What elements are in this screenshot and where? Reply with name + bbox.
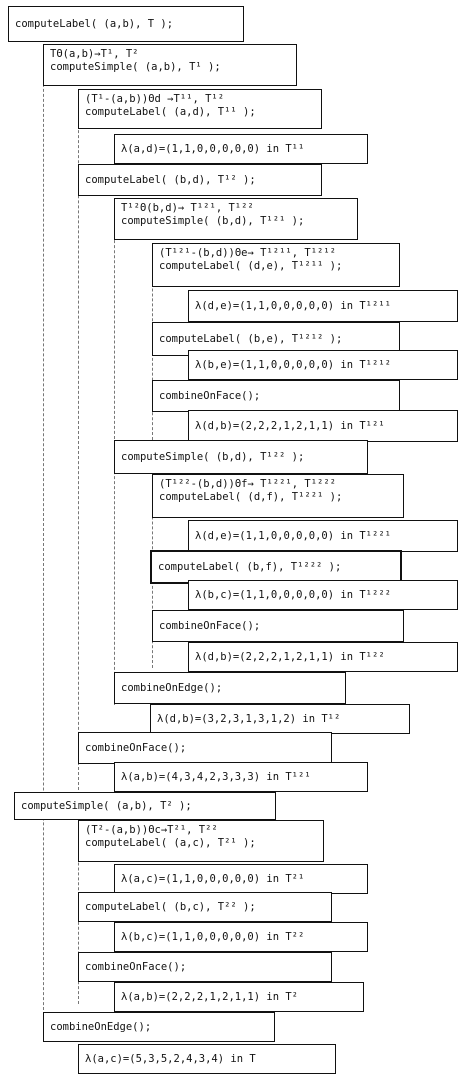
step-block: combineOnFace();	[152, 610, 404, 642]
step-block: combineOnFace();	[152, 380, 400, 412]
step-block: combineOnFace();	[78, 732, 332, 764]
step-block: λ(a,d)=(1,1,0,0,0,0,0) in T¹¹	[114, 134, 368, 164]
step-block: (T¹²²-(b,d))Θf→ T¹²²¹, T¹²²² computeLabe…	[152, 474, 404, 518]
step-block: combineOnEdge();	[114, 672, 346, 704]
step-block: (T¹-(a,b))Θd →T¹¹, T¹² computeLabel( (a,…	[78, 89, 322, 129]
step-block: λ(a,c)=(5,3,5,2,4,3,4) in T	[78, 1044, 336, 1074]
step-block: computeLabel( (a,b), T );	[8, 6, 244, 42]
step-block: T¹²Θ(b,d)→ T¹²¹, T¹²² computeSimple( (b,…	[114, 198, 358, 240]
step-block: combineOnFace();	[78, 952, 332, 982]
step-block: λ(b,c)=(1,1,0,0,0,0,0) in T¹²²²	[188, 580, 458, 610]
step-block: computeSimple( (b,d), T¹²² );	[114, 440, 368, 474]
step-block: λ(b,c)=(1,1,0,0,0,0,0) in T²²	[114, 922, 368, 952]
step-block: λ(a,b)=(4,3,4,2,3,3,3) in T¹²¹	[114, 762, 368, 792]
step-block: λ(d,b)=(2,2,2,1,2,1,1) in T¹²²	[188, 642, 458, 672]
step-block: λ(a,c)=(1,1,0,0,0,0,0) in T²¹	[114, 864, 368, 894]
step-block: λ(a,b)=(2,2,2,1,2,1,1) in T²	[114, 982, 364, 1012]
indent-guide-level-2	[78, 90, 79, 790]
step-block: combineOnEdge();	[43, 1012, 275, 1042]
step-block: λ(b,e)=(1,1,0,0,0,0,0) in T¹²¹²	[188, 350, 458, 380]
step-block: computeLabel( (b,d), T¹² );	[78, 164, 322, 196]
step-block: λ(d,e)=(1,1,0,0,0,0,0) in T¹²²¹	[188, 520, 458, 552]
step-block: computeLabel( (b,c), T²² );	[78, 892, 332, 922]
step-block: computeLabel( (b,f), T¹²²² );	[150, 550, 402, 584]
step-block: λ(d,b)=(2,2,2,1,2,1,1) in T¹²¹	[188, 410, 458, 442]
step-block: λ(d,b)=(3,2,3,1,3,1,2) in T¹²	[150, 704, 410, 734]
step-block: computeSimple( (a,b), T² );	[14, 792, 276, 820]
step-block: (T²-(a,b))Θc→T²¹, T²² computeLabel( (a,c…	[78, 820, 324, 862]
step-block: TΘ(a,b)→T¹, T² computeSimple( (a,b), T¹ …	[43, 44, 297, 86]
step-block: λ(d,e)=(1,1,0,0,0,0,0) in T¹²¹¹	[188, 290, 458, 322]
step-block: (T¹²¹-(b,d))Θe→ T¹²¹¹, T¹²¹² computeLabe…	[152, 243, 400, 287]
indent-guide-level-1	[43, 44, 44, 1040]
